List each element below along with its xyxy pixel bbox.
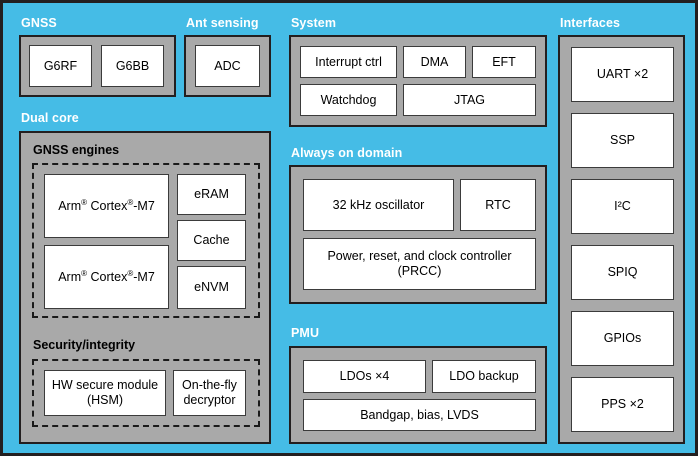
block-prcc: Power, reset, and clock controller(PRCC)	[303, 238, 536, 290]
block-ssp: SSP	[571, 113, 674, 168]
block-i2c: I²C	[571, 179, 674, 234]
block-interrupt-ctrl: Interrupt ctrl	[300, 46, 397, 78]
block-arm-cortex-m7-2: Arm® Cortex®-M7	[44, 245, 169, 309]
section-title-system: System	[291, 16, 337, 30]
block-rtc: RTC	[460, 179, 536, 231]
block-dma: DMA	[403, 46, 466, 78]
block-jtag: JTAG	[403, 84, 536, 116]
section-title-pmu: PMU	[291, 326, 320, 340]
block-envm: eNVM	[177, 266, 246, 309]
block-pps-x2: PPS ×2	[571, 377, 674, 432]
panel-ant-sensing: ADC	[184, 35, 271, 97]
block-g6bb: G6BB	[101, 45, 164, 87]
block-ldo-backup: LDO backup	[432, 360, 536, 393]
panel-always-on-domain: 32 kHz oscillator RTC Power, reset, and …	[289, 165, 547, 304]
block-adc: ADC	[195, 45, 260, 87]
block-watchdog: Watchdog	[300, 84, 397, 116]
panel-dual-core: GNSS engines Arm® Cortex®-M7 Arm® Cortex…	[19, 131, 271, 444]
panel-interfaces: UART ×2 SSP I²C SPIQ GPIOs PPS ×2	[558, 35, 685, 444]
block-ldos-x4: LDOs ×4	[303, 360, 426, 393]
dashed-border-security-integrity	[32, 359, 260, 427]
block-arm-cortex-m7-1: Arm® Cortex®-M7	[44, 174, 169, 238]
block-g6rf: G6RF	[29, 45, 92, 87]
dashed-border-gnss-engines	[32, 163, 260, 318]
group-title-security-integrity: Security/integrity	[33, 338, 136, 352]
block-hw-secure-module: HW secure module(HSM)	[44, 370, 166, 416]
section-title-dual-core: Dual core	[21, 111, 79, 125]
section-title-ant-sensing: Ant sensing	[186, 16, 259, 30]
block-uart-x2: UART ×2	[571, 47, 674, 102]
block-32khz-oscillator: 32 kHz oscillator	[303, 179, 454, 231]
section-title-gnss: GNSS	[21, 16, 57, 30]
section-title-always-on-domain: Always on domain	[291, 146, 403, 160]
block-cache: Cache	[177, 220, 246, 261]
panel-pmu: LDOs ×4 LDO backup Bandgap, bias, LVDS	[289, 346, 547, 444]
block-bandgap-bias-lvds: Bandgap, bias, LVDS	[303, 399, 536, 431]
block-eft: EFT	[472, 46, 536, 78]
block-gpios: GPIOs	[571, 311, 674, 366]
block-eram: eRAM	[177, 174, 246, 215]
group-title-gnss-engines: GNSS engines	[33, 143, 120, 157]
panel-system: Interrupt ctrl DMA EFT Watchdog JTAG	[289, 35, 547, 127]
panel-gnss: G6RF G6BB	[19, 35, 176, 97]
section-title-interfaces: Interfaces	[560, 16, 621, 30]
block-spiq: SPIQ	[571, 245, 674, 300]
